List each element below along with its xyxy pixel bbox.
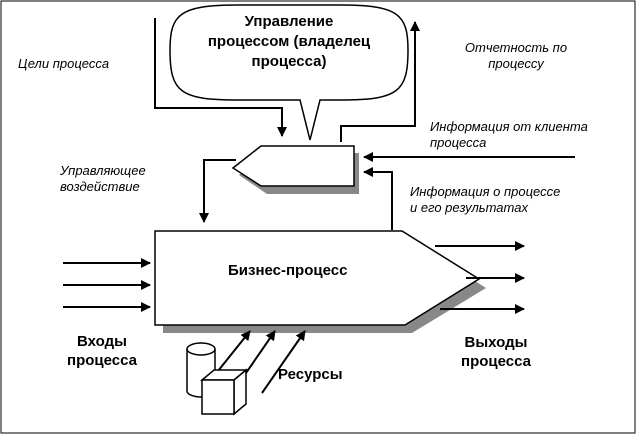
process-info-label: Информация о процессе и его результатах xyxy=(410,184,561,215)
business-process-block xyxy=(154,230,481,326)
goals-arrow xyxy=(154,18,287,137)
control-action-label: Управляющее воздействие xyxy=(60,163,146,194)
resource-arrow-3 xyxy=(261,330,306,394)
business-process-label: Бизнес-процесс xyxy=(228,262,348,279)
inputs-label: Входы процесса xyxy=(67,333,137,369)
reporting-arrow xyxy=(340,21,420,142)
cube-icon xyxy=(199,368,249,416)
client-info-label: Информация от клиента процесса xyxy=(430,119,588,150)
process-goals-label: Цели процесса xyxy=(18,56,110,71)
resources-label: Ресурсы xyxy=(278,366,343,383)
control-block xyxy=(231,145,355,187)
resource-arrow-1 xyxy=(213,330,251,377)
outputs-label: Выходы процесса xyxy=(461,334,531,370)
control-action-arrow xyxy=(199,159,236,223)
owner-label: Управление процессом (владелец процесса) xyxy=(207,13,371,70)
process-info-arrow xyxy=(363,167,393,230)
owner-balloon xyxy=(169,4,409,141)
reporting-label: Отчетность по процессу xyxy=(464,40,568,71)
